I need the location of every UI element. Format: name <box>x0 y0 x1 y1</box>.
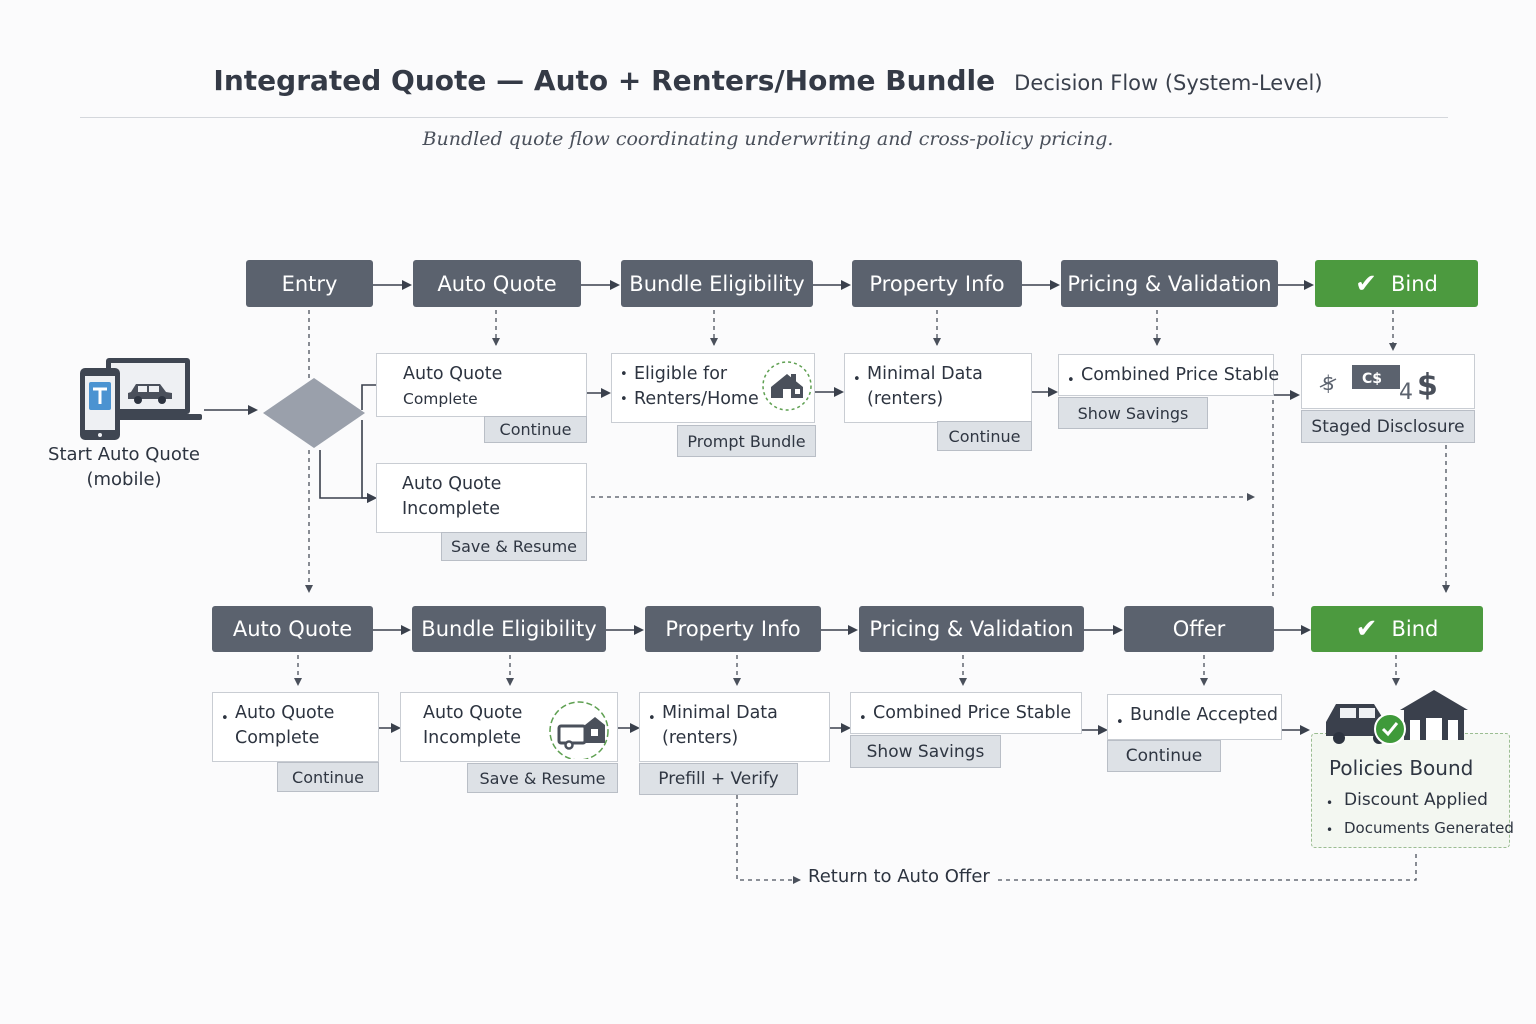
stage-offer[interactable]: Offer <box>1124 606 1274 652</box>
stage-bind[interactable]: ✔ Bind <box>1315 260 1478 307</box>
complete-main-text: Auto Quote <box>403 364 503 384</box>
start-label-line1: Start Auto Quote <box>48 444 200 465</box>
prompt-bundle-button[interactable]: Prompt Bundle <box>677 425 816 457</box>
money-icon: $ C$ 4 $ <box>1319 365 1438 405</box>
property2-line2: (renters) <box>662 728 739 748</box>
pricing-stable-box: • Combined Price Stable <box>1058 354 1279 396</box>
property-line2: (renters) <box>867 389 944 409</box>
offer-line1: Bundle Accepted <box>1130 705 1279 725</box>
stage-pricing-validation-2[interactable]: Pricing & Validation <box>859 606 1084 652</box>
policies-bound-panel: Policies Bound • Discount Applied • Docu… <box>1311 733 1514 848</box>
title-main: Integrated Quote — Auto + Renters/Home B… <box>213 64 996 97</box>
property2-line1: Minimal Data <box>662 703 778 723</box>
stage-bind-2[interactable]: ✔ Bind <box>1311 606 1483 652</box>
save-resume-button-2[interactable]: Save & Resume <box>467 763 618 793</box>
policies-item-documents: Documents Generated <box>1344 819 1514 837</box>
auto-quote-complete-box: Auto Quote Complete <box>376 353 587 417</box>
car-house-icon <box>1322 688 1472 746</box>
stage-bundle-eligibility[interactable]: Bundle Eligibility <box>621 260 813 307</box>
decision-diamond <box>262 377 366 449</box>
stage-bind-2-label: Bind <box>1391 617 1439 641</box>
start-label: Start Auto Quote (mobile) <box>34 442 214 492</box>
auto-complete-box-2: • Auto Quote Complete <box>212 692 379 762</box>
eligibility2-line1: Auto Quote <box>423 703 523 723</box>
property-minimal-box: • Minimal Data (renters) <box>844 353 1032 423</box>
svg-text:4: 4 <box>1399 380 1413 405</box>
auto2-line1: Auto Quote <box>235 703 335 723</box>
stage-property-info-2[interactable]: Property Info <box>645 606 821 652</box>
car-icon <box>128 384 172 404</box>
disclosure-box: $ C$ 4 $ <box>1301 354 1475 409</box>
diagram-subtitle: Bundled quote flow coordinating underwri… <box>422 128 1114 150</box>
svg-text:C$: C$ <box>1362 371 1382 387</box>
continue-button[interactable]: Continue <box>484 416 587 443</box>
eligible-item2: Renters/Home <box>634 389 759 409</box>
devices-icon <box>78 356 204 456</box>
auto2-line2: Complete <box>235 728 320 748</box>
stage-bind-label: Bind <box>1390 271 1438 296</box>
pricing-line1: Combined Price Stable <box>1081 365 1280 385</box>
stage-auto-quote[interactable]: Auto Quote <box>413 260 581 307</box>
check-icon: ✔ <box>1355 268 1377 299</box>
bundle-accepted-box: • Bundle Accepted <box>1107 694 1282 740</box>
eligibility2-line2: Incomplete <box>423 728 521 748</box>
show-savings-button-2[interactable]: Show Savings <box>850 735 1001 768</box>
stage-pricing-validation[interactable]: Pricing & Validation <box>1061 260 1278 307</box>
svg-text:$: $ <box>1417 368 1438 403</box>
stage-bundle-eligibility-2[interactable]: Bundle Eligibility <box>412 606 606 652</box>
start-label-line2: (mobile) <box>86 469 162 490</box>
incomplete-line2: Incomplete <box>402 499 500 519</box>
stage-auto-quote-2[interactable]: Auto Quote <box>212 606 373 652</box>
camper-icon <box>545 699 615 761</box>
property-line1: Minimal Data <box>867 364 983 384</box>
title-suffix: Decision Flow (System-Level) <box>1014 71 1323 95</box>
house-icon <box>759 360 815 412</box>
eligible-item1: Eligible for <box>634 364 728 384</box>
pricing-stable-box-2: • Combined Price Stable <box>850 692 1082 734</box>
pricing2-line1: Combined Price Stable <box>873 703 1072 723</box>
check-badge-icon <box>1374 713 1406 745</box>
property-minimal-box-2: • Minimal Data (renters) <box>639 692 830 762</box>
show-savings-button[interactable]: Show Savings <box>1058 397 1208 429</box>
stage-property-info[interactable]: Property Info <box>852 260 1022 307</box>
incomplete-line1: Auto Quote <box>402 474 502 494</box>
staged-disclosure-button[interactable]: Staged Disclosure <box>1301 410 1475 443</box>
diagram-title: Integrated Quote — Auto + Renters/Home B… <box>0 64 1536 97</box>
property-continue-button[interactable]: Continue <box>937 421 1032 451</box>
policies-item-discount: Discount Applied <box>1344 790 1488 810</box>
prefill-verify-button[interactable]: Prefill + Verify <box>639 763 798 795</box>
offer-continue-button[interactable]: Continue <box>1107 740 1221 772</box>
complete-small-text: Complete <box>403 390 478 408</box>
stage-entry[interactable]: Entry <box>246 260 373 307</box>
save-resume-button[interactable]: Save & Resume <box>441 532 587 561</box>
title-divider <box>80 117 1448 118</box>
check-icon: ✔ <box>1355 614 1378 644</box>
policies-title: Policies Bound <box>1329 756 1474 780</box>
return-to-auto-offer-label: Return to Auto Offer <box>804 866 994 887</box>
continue-button-2[interactable]: Continue <box>277 762 379 792</box>
auto-quote-incomplete-box: Auto Quote Incomplete <box>376 463 587 533</box>
